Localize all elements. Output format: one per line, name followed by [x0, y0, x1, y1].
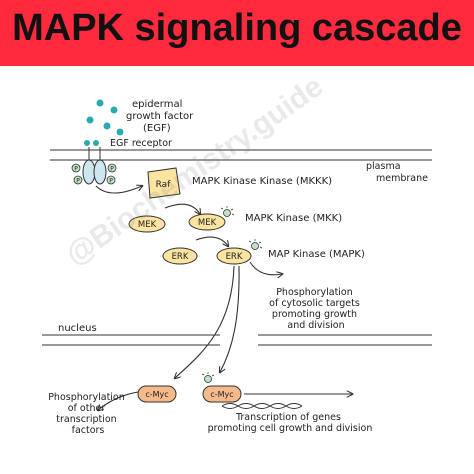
mkkk-label: MAPK Kinase Kinase (MKKK) — [192, 176, 332, 187]
arrow-erk-to-cytosolic — [249, 261, 282, 275]
arrow-receptor-to-raf — [95, 186, 142, 194]
dna-strand-2 — [221, 403, 303, 409]
mek-inactive: MEK — [128, 215, 166, 233]
nucleus-label: nucleus — [58, 323, 97, 334]
svg-text:ERK: ERK — [226, 252, 243, 262]
arrow-raf-to-mek — [164, 203, 200, 214]
arrow-to-transcription-factors — [98, 391, 139, 410]
raf-label: Raf — [156, 180, 172, 190]
svg-text:P: P — [76, 178, 80, 185]
egf-dot — [84, 140, 90, 146]
egf-dot — [96, 99, 104, 107]
egf-dot — [86, 116, 94, 124]
egf-receptor-label: EGF receptor — [110, 138, 172, 149]
cytosolic-targets-label: Phosphorylation of cytosolic targets pro… — [269, 287, 363, 331]
cmyc-active: c-Myc — [201, 372, 242, 403]
egf-dot — [116, 128, 124, 136]
svg-text:P: P — [74, 166, 78, 173]
transcription-genes-label: Transcription of genes promoting cell gr… — [208, 412, 373, 434]
svg-text:c-Myc: c-Myc — [210, 390, 233, 399]
egf-dot — [110, 106, 118, 114]
egf-receptor — [82, 140, 107, 185]
mapk-label: MAP Kinase (MAPK) — [268, 249, 365, 260]
arrow-erk-to-nucleus-left — [175, 265, 235, 378]
svg-text:P: P — [109, 178, 113, 185]
page-title: MAPK signaling cascade — [12, 7, 462, 49]
cmyc-inactive: c-Myc — [137, 385, 177, 403]
arrow-erk-to-nucleus-right — [220, 265, 240, 372]
egf-molecules — [86, 99, 124, 136]
svg-text:MEK: MEK — [138, 220, 157, 230]
svg-text:P: P — [110, 166, 114, 173]
nuclear-membrane — [42, 334, 432, 346]
erk-inactive: ERK — [162, 247, 198, 265]
transcription-factors-label: Phosphorylation of other transcription f… — [48, 392, 128, 436]
arrow-mek-to-erk — [195, 236, 228, 246]
svg-text:MEK: MEK — [198, 218, 217, 228]
svg-text:c-Myc: c-Myc — [145, 390, 168, 399]
mek-active: MEK — [188, 206, 235, 231]
title-banner: MAPK signaling cascade — [0, 0, 474, 66]
egf-dot — [103, 122, 111, 130]
egf-label: epidermal growth factor (EGF) — [126, 99, 196, 134]
raf-node: Raf — [147, 167, 181, 199]
mkk-label: MAPK Kinase (MKK) — [245, 213, 342, 224]
erk-active: ERK — [216, 239, 263, 265]
plasma-membrane-label: plasma membrane — [366, 161, 428, 184]
plasma-membrane — [50, 149, 432, 161]
dna-strand — [221, 403, 303, 409]
egf-dot — [93, 140, 99, 146]
receptor-phosphates: P P P P — [71, 163, 117, 185]
svg-text:ERK: ERK — [172, 252, 189, 262]
